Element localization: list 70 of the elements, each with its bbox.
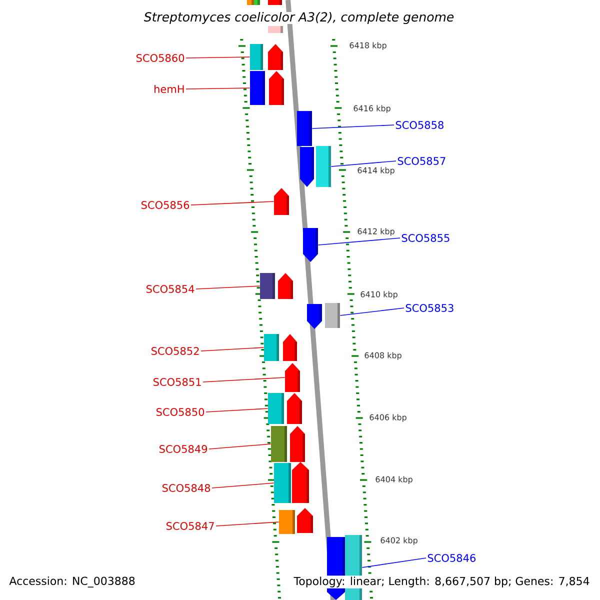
gene-label: SCO5854	[146, 285, 194, 293]
gene-label: SCO5850	[156, 408, 204, 416]
gene-block	[316, 146, 331, 187]
leader-line	[186, 88, 250, 90]
gene-label: SCO5853	[406, 304, 454, 312]
gene-pointed-block	[268, 44, 283, 70]
scale-label: 6408 kbp	[364, 352, 402, 360]
gene-pointed-block	[297, 508, 313, 533]
leader-line	[216, 522, 280, 526]
scale-label: 6410 kbp	[360, 291, 398, 299]
leader-line	[200, 347, 264, 352]
leader-line	[196, 286, 260, 290]
gene-label: SCO5860	[136, 54, 184, 62]
gene-block	[279, 510, 295, 534]
leader-line	[190, 201, 274, 206]
gene-block	[264, 334, 279, 361]
gene-label: SCO5848	[162, 484, 210, 492]
gene-label: SCO5849	[160, 445, 208, 453]
gene-label: SCO5847	[166, 522, 214, 530]
title: Streptomyces coelicolor A3(2), complete genome	[144, 12, 454, 24]
gene-block	[268, 26, 283, 33]
gene-pointed-block	[278, 273, 293, 299]
gene-label: hemH	[154, 84, 184, 94]
gene-pointed-block	[283, 334, 297, 361]
leader-line	[202, 377, 286, 382]
gene-pointed-block	[285, 363, 300, 392]
gene-block	[325, 303, 340, 328]
gene-label: SCO5846	[428, 554, 476, 562]
gene-pointed-block	[269, 71, 284, 105]
gene-pointed-block	[274, 188, 289, 215]
gene-label: SCO5852	[152, 347, 199, 355]
gene-label: SCO5855	[402, 234, 450, 242]
gene-block	[297, 111, 312, 146]
scale-label: 6404 kbp	[376, 476, 412, 484]
gene-block	[268, 393, 284, 424]
gene-block	[247, 0, 254, 5]
leader-line	[318, 238, 400, 246]
scale-label: 6406 kbp	[370, 414, 406, 422]
leader-line	[206, 408, 268, 412]
leader-line	[312, 124, 394, 129]
gene-label: SCO5851	[154, 378, 201, 386]
gene-block	[254, 0, 260, 5]
leader-line	[186, 56, 250, 58]
gene-block	[260, 273, 275, 299]
gene-pointed-block	[307, 304, 322, 329]
leader-line	[212, 482, 274, 488]
leader-line	[340, 308, 404, 316]
scale-label: 6416 kbp	[354, 105, 390, 113]
gene-pointed-block	[290, 426, 305, 462]
accession-text: Accession: NC_003888	[9, 576, 135, 588]
gene-label: SCO5857	[398, 157, 446, 165]
gene-label: SCO5858	[396, 121, 444, 129]
gene-block	[268, 0, 282, 5]
leader-line	[362, 558, 426, 568]
gene-pointed-block	[303, 228, 318, 262]
leader-line	[208, 444, 272, 450]
leader-line	[330, 160, 396, 167]
genome-info-text: Topology: linear; Length: 8,667,507 bp; Genes: 7,854	[292, 576, 591, 588]
gene-block	[250, 44, 263, 70]
gene-pointed-block	[292, 462, 309, 503]
gene-block	[274, 463, 291, 503]
scale-label: 6412 kbp	[358, 228, 394, 236]
gene-label: SCO5856	[142, 201, 190, 209]
scale-label: 6414 kbp	[358, 167, 394, 175]
gene-pointed-block	[287, 393, 302, 424]
scale-label: 6402 kbp	[380, 537, 418, 545]
scale-label: 6418 kbp	[350, 42, 386, 50]
gene-block	[271, 426, 287, 462]
gene-block	[250, 71, 265, 105]
gene-pointed-block	[300, 147, 314, 187]
